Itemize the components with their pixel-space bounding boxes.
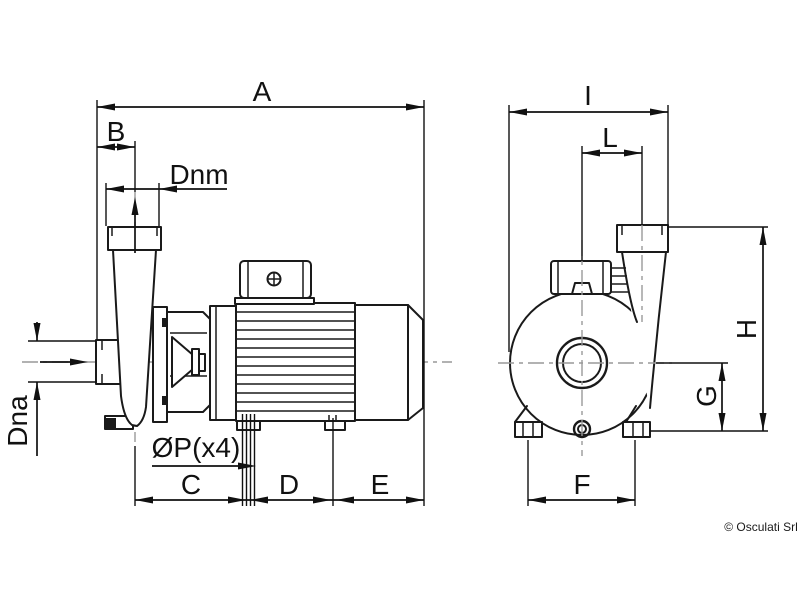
dim-I: I (508, 80, 669, 352)
front-view (498, 224, 768, 456)
dim-CDE: C D E (134, 418, 424, 506)
dim-label-a: A (253, 76, 272, 107)
dim-P: ØP(x4) (152, 432, 256, 470)
dim-A: A (96, 76, 425, 506)
motor-foot-front (236, 420, 261, 431)
dim-label-b: B (107, 116, 126, 147)
front-view-dimensions: I L H G F (508, 80, 767, 506)
inlet-port (95, 339, 123, 385)
dim-label-d: D (279, 469, 299, 500)
dim-label-f: F (573, 469, 590, 500)
dim-H: H (731, 227, 767, 431)
motor-rear-housing (354, 304, 424, 421)
mounting-studs (241, 414, 256, 506)
dim-label-e: E (371, 469, 390, 500)
dim-G: G (691, 363, 726, 431)
front-foot-right (622, 405, 651, 438)
dim-Dna: Dna (2, 322, 96, 456)
discharge-pipe-side (112, 249, 157, 427)
motor-body (235, 302, 356, 422)
dim-L: L (581, 122, 643, 260)
side-view (22, 192, 452, 506)
flow-out-arrow (131, 197, 139, 253)
dim-label-h: H (731, 319, 762, 339)
dim-label-p: ØP(x4) (152, 432, 241, 463)
dim-label-g: G (691, 385, 722, 407)
pump-foot-bolt (106, 418, 116, 428)
cooling-fins (236, 311, 355, 412)
motor-foot-rear (324, 420, 346, 431)
dim-label-l: L (602, 122, 618, 153)
terminal-box-side (234, 260, 315, 305)
dim-B: B (97, 116, 136, 192)
copyright-text: © Osculati Srl (724, 520, 798, 534)
louvers (610, 266, 629, 293)
dim-label-i: I (584, 80, 592, 111)
dim-F: F (527, 440, 636, 506)
dim-label-dnm: Dnm (169, 159, 228, 190)
side-view-dimensions: A B Dnm Dna ØP(x4) (2, 76, 425, 506)
front-foot-left (514, 405, 543, 438)
terminal-box-front (550, 260, 629, 295)
dim-label-dna: Dna (2, 395, 33, 447)
dim-label-c: C (181, 469, 201, 500)
flow-in-arrow (40, 358, 88, 366)
motor-end-shield (209, 305, 237, 421)
pump-bracket (166, 311, 211, 413)
dim-Dnm: Dnm (105, 159, 229, 226)
